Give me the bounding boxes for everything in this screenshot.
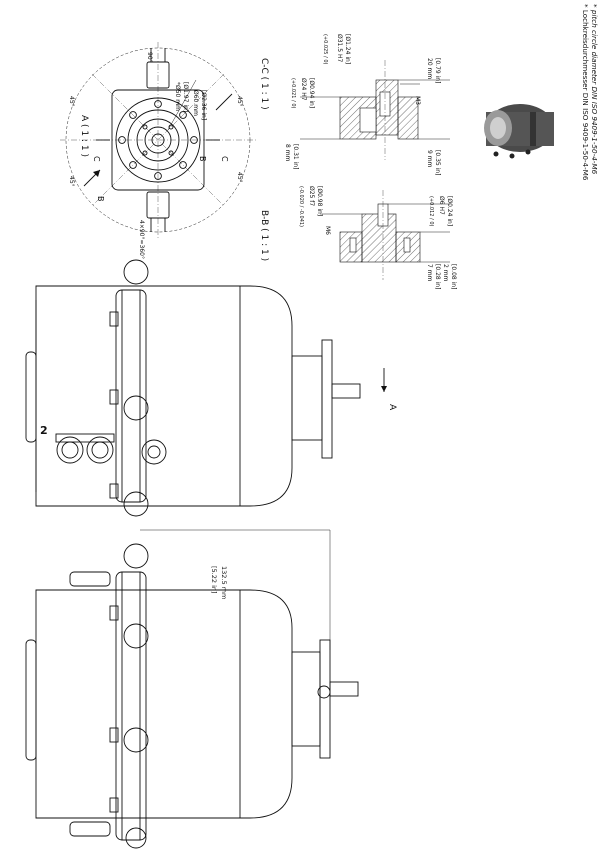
- cc-thread: M3: [414, 96, 421, 105]
- connector-group: [55, 433, 167, 465]
- bb-dim-2-in: [Ø0.24 in]: [446, 196, 453, 226]
- section-bb-title: B-B ( 1 : 1 ): [259, 210, 269, 261]
- view-a: A ( 1 : 1 ) C B B C 90° 4×90°=360° 45° 4…: [60, 42, 256, 259]
- side-view-bottom: [25, 543, 359, 849]
- angle-bottom: 4×90°=360°: [138, 220, 145, 259]
- angle-right-2: 45°: [236, 172, 243, 183]
- footnote-de: * Lochkreisdurchmesser DIN ISO 9409-1-50…: [581, 4, 590, 181]
- angle-left-1: 45°: [68, 96, 75, 107]
- dim-length: 132.5 mm: [220, 566, 228, 599]
- view-a-cut-c-right: C: [220, 156, 229, 162]
- bb-dim-1-tol: (-0.020 / -0.041): [298, 186, 304, 227]
- cc-dim-1-in: [Ø1.24 in]: [344, 34, 351, 64]
- cc-dim-5-in: [0.35 in]: [434, 150, 441, 175]
- section-cc-title: C-C ( 1 : 1 ): [259, 58, 269, 110]
- cc-dim-2: Ø24 H7: [300, 78, 307, 101]
- bb-dim-1-in: [Ø0.98 in]: [316, 186, 323, 216]
- product-3d-thumbnail: [484, 104, 554, 159]
- angle-right-1: 45°: [236, 96, 243, 107]
- item-number: 2: [40, 424, 48, 437]
- dim-pcd-in: [Ø1.97 in]: [182, 82, 189, 112]
- footnote-en: * pitch circle diameter DIN ISO 9409-1-5…: [590, 4, 599, 175]
- view-a-cut-b-left: B: [96, 196, 105, 202]
- bb-dim-2-tol: (+0.012 / 0): [428, 196, 434, 226]
- view-a-title: A ( 1 : 1 ): [79, 115, 89, 157]
- dim-outer-in: [Ø2.36 in]: [200, 90, 207, 120]
- side-view-top: 2 A: [25, 259, 397, 517]
- dim-pcd: *Ø50 mm: [174, 82, 181, 111]
- bb-dim-3-in: [0.28 in]: [434, 264, 441, 289]
- bb-dim-4: 2 mm: [442, 264, 449, 282]
- view-a-cut-c-left: C: [92, 156, 101, 162]
- cc-dim-1: Ø31.5 H7: [336, 34, 343, 63]
- section-cc: C-C ( 1 : 1 ) Ø31.5 H7 (+0.025 / 0) [Ø1.…: [259, 34, 450, 175]
- angle-top: 90°: [146, 52, 153, 63]
- cc-dim-3-in: [0.79 in]: [434, 58, 441, 83]
- cc-dim-5: 9 mm: [426, 150, 433, 168]
- cc-dim-4: 8 mm: [284, 144, 291, 162]
- bb-thread: M6: [324, 226, 331, 235]
- cc-dim-2-in: [Ø0.94 in]: [308, 78, 315, 108]
- bb-dim-4-in: [0.08 in]: [450, 264, 457, 289]
- bb-dim-3: 7 mm: [426, 264, 433, 282]
- section-bb: B-B ( 1 : 1 ) Ø25 f7 (-0.020 / -0.041) […: [259, 186, 457, 289]
- bb-dim-2: Ø6 H7: [438, 196, 445, 215]
- cc-dim-3: 20 mm: [426, 58, 433, 79]
- cc-dim-1-tol: (+0.025 / 0): [322, 34, 328, 64]
- length-dimension: 132.5 mm [5.22 in]: [140, 529, 331, 650]
- angle-left-2: 45°: [68, 176, 75, 187]
- view-a-cut-b-right: B: [198, 156, 207, 162]
- bb-dim-1: Ø25 f7: [308, 186, 315, 206]
- arrow-label-a: A: [387, 404, 397, 411]
- dim-length-in: [5.22 in]: [210, 566, 218, 594]
- cc-dim-2-tol: (+0.021 / 0): [290, 78, 296, 108]
- dim-outer: Ø60 mm: [192, 90, 199, 116]
- cc-dim-4-in: [0.31 in]: [292, 144, 299, 169]
